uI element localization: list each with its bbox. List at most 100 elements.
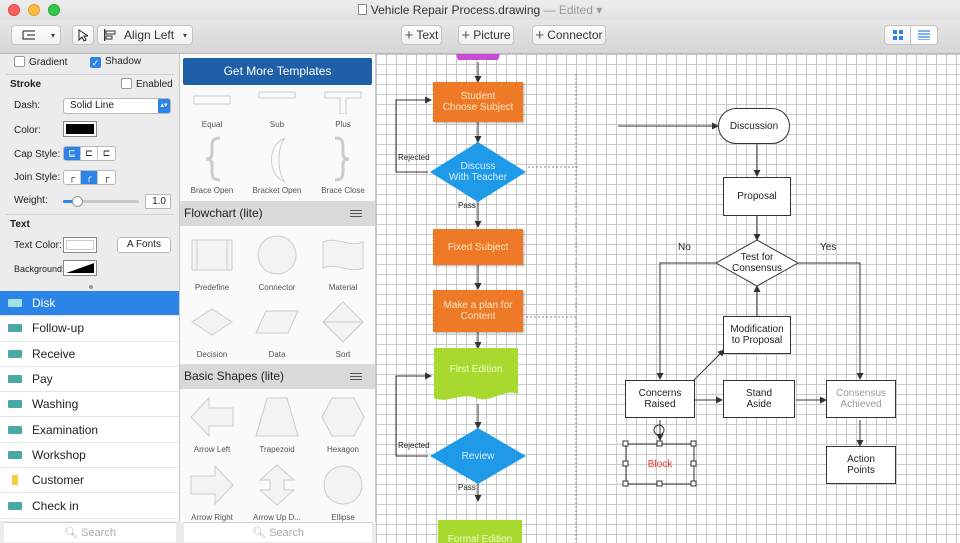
decision-shape-icon	[191, 308, 233, 336]
weight-field[interactable]: 1.0	[145, 194, 171, 209]
node-consensus-achieved[interactable]: Consensus Achieved	[826, 380, 896, 418]
node-first-edition[interactable]: First Edition	[449, 363, 503, 375]
template-shape-data[interactable]: Data	[245, 299, 309, 363]
background-label: Background:	[14, 264, 65, 274]
fonts-button[interactable]: A Fonts	[117, 237, 171, 253]
divider	[6, 214, 174, 215]
plus-icon: +	[535, 26, 545, 44]
template-shape-arrow-left[interactable]: Arrow Left	[180, 394, 244, 458]
chevron-down-icon: ▾	[50, 30, 55, 40]
category-search-field[interactable]: 🔍︎ Search	[4, 522, 176, 542]
node-stand-aside[interactable]: Stand Aside	[723, 380, 795, 418]
flowchart-section-header[interactable]: Flowchart (lite)	[180, 201, 375, 226]
brace-open-icon	[205, 136, 221, 182]
template-shape-sub[interactable]: Sub	[245, 84, 309, 148]
template-shape-hexagon[interactable]: Hexagon	[311, 394, 375, 458]
template-shape-equal[interactable]: Equal	[180, 84, 244, 148]
node-make-plan[interactable]: Make a plan for Content	[433, 290, 523, 332]
drawing-canvas[interactable]: Student Choose Subject Discuss With Teac…	[376, 54, 960, 543]
list-item[interactable]: Customer	[0, 468, 179, 494]
node-review[interactable]: Review	[461, 450, 495, 462]
add-text-button[interactable]: +Text	[401, 25, 442, 45]
list-item[interactable]: Disk	[0, 291, 179, 317]
list-item[interactable]: Workshop	[0, 443, 179, 469]
node-student-choose-subject[interactable]: Student Choose Subject	[433, 82, 523, 122]
node-test-for-consensus[interactable]: Test for Consensus	[731, 252, 783, 274]
stroke-enabled-checkbox[interactable]: Enabled	[121, 78, 173, 90]
grid-view-button[interactable]	[885, 26, 912, 44]
label-yes: Yes	[820, 242, 837, 253]
search-icon: 🔍︎	[252, 527, 270, 539]
template-shape-brace-open[interactable]: Brace Open	[180, 134, 244, 198]
node-formal-edition[interactable]: Formal Edition	[447, 533, 513, 543]
node-action-points[interactable]: Action Points	[826, 446, 896, 484]
template-shape-plus[interactable]: Plus	[311, 84, 375, 148]
join-bevel-option[interactable]: ┌	[103, 172, 110, 182]
template-shape-brace-close[interactable]: Brace Close	[311, 134, 375, 198]
background-color-well[interactable]	[63, 260, 97, 276]
text-color-well[interactable]	[63, 237, 97, 253]
label-pass: Pass	[458, 483, 476, 492]
minimize-button[interactable]	[28, 4, 40, 16]
template-shape-arrow-right[interactable]: Arrow Right	[180, 462, 244, 522]
predefine-shape-icon	[191, 239, 233, 271]
hamburger-menu-icon[interactable]	[350, 210, 362, 217]
add-connector-button[interactable]: +Connector	[532, 25, 606, 45]
list-item[interactable]: Washing	[0, 392, 179, 418]
node-concerns-raised[interactable]: Concerns Raised	[625, 380, 695, 418]
join-miter-option[interactable]: ┌	[64, 171, 81, 184]
list-item[interactable]: Check in	[0, 493, 179, 519]
join-round-option[interactable]: ╭	[81, 171, 98, 184]
node-fixed-subject[interactable]: Fixed Subject	[433, 229, 523, 265]
template-shape-material[interactable]: Material	[311, 232, 375, 296]
template-shape-sort[interactable]: Sort	[311, 299, 375, 363]
list-item[interactable]: Receive	[0, 342, 179, 367]
dash-select[interactable]: Solid Line ▴▾	[63, 98, 171, 114]
node-block-selected[interactable]: Block	[647, 458, 673, 470]
weight-label: Weight:	[14, 195, 48, 206]
node-modification[interactable]: Modification to Proposal	[723, 316, 791, 354]
get-more-templates-button[interactable]: Get More Templates	[183, 58, 372, 85]
close-button[interactable]	[8, 4, 20, 16]
shadow-checkbox[interactable]: ✓Shadow	[90, 56, 142, 68]
template-shape-connector[interactable]: Connector	[245, 232, 309, 296]
template-shape-bracket-open[interactable]: Bracket Open	[245, 134, 309, 198]
stroke-color-well[interactable]	[63, 121, 97, 137]
cap-butt-option[interactable]: ⊑	[64, 147, 81, 160]
font-icon: A	[127, 239, 136, 250]
checkmark-icon: ✓	[90, 57, 101, 68]
checkbox-icon	[14, 56, 25, 67]
list-view-button[interactable]	[911, 26, 937, 44]
edited-status[interactable]: — Edited ▾	[543, 3, 603, 17]
select-tool-button[interactable]	[72, 25, 94, 45]
list-item[interactable]: Examination	[0, 417, 179, 443]
cap-square-option[interactable]: ⊏	[102, 148, 111, 158]
zoom-button[interactable]	[48, 4, 60, 16]
cap-round-option[interactable]: ⊏	[81, 147, 98, 160]
basic-shapes-section-header[interactable]: Basic Shapes (lite)	[180, 364, 375, 389]
template-shape-decision[interactable]: Decision	[180, 299, 244, 363]
template-shape-ellipse[interactable]: Ellipse	[311, 462, 375, 522]
node-discuss-with-teacher[interactable]: Discuss With Teacher	[448, 161, 508, 183]
node-proposal[interactable]: Proposal	[723, 177, 791, 216]
node-discussion[interactable]: Discussion	[718, 108, 790, 144]
gradient-checkbox[interactable]: Gradient	[14, 56, 67, 68]
template-shape-trapezoid[interactable]: Trapezoid	[245, 394, 309, 458]
templates-panel: Get More Templates Equal Sub Plus Brace …	[180, 54, 376, 522]
align-dropdown[interactable]: Align Left ▾	[97, 25, 193, 45]
arrow-right-shape-icon	[190, 464, 234, 506]
weight-slider[interactable]	[63, 196, 139, 207]
template-shape-predefine[interactable]: Predefine	[180, 232, 244, 296]
list-item[interactable]: Follow-up	[0, 316, 179, 342]
resize-handle[interactable]	[89, 285, 93, 289]
add-picture-button[interactable]: +Picture	[458, 25, 514, 45]
template-search-field[interactable]: 🔍︎ Search	[184, 522, 372, 542]
layout-menu-button[interactable]: ▾	[11, 25, 61, 45]
template-shape-arrow-up-down[interactable]: Arrow Up D...	[245, 462, 309, 522]
category-icon	[12, 475, 18, 486]
hamburger-menu-icon[interactable]	[350, 373, 362, 380]
title-bar: Vehicle Repair Process.drawing — Edited …	[0, 0, 960, 20]
slider-knob[interactable]	[72, 196, 83, 207]
template-category-list: Disk Follow-up Receive Pay Washing Exami…	[0, 291, 180, 521]
list-item[interactable]: Pay	[0, 367, 179, 393]
